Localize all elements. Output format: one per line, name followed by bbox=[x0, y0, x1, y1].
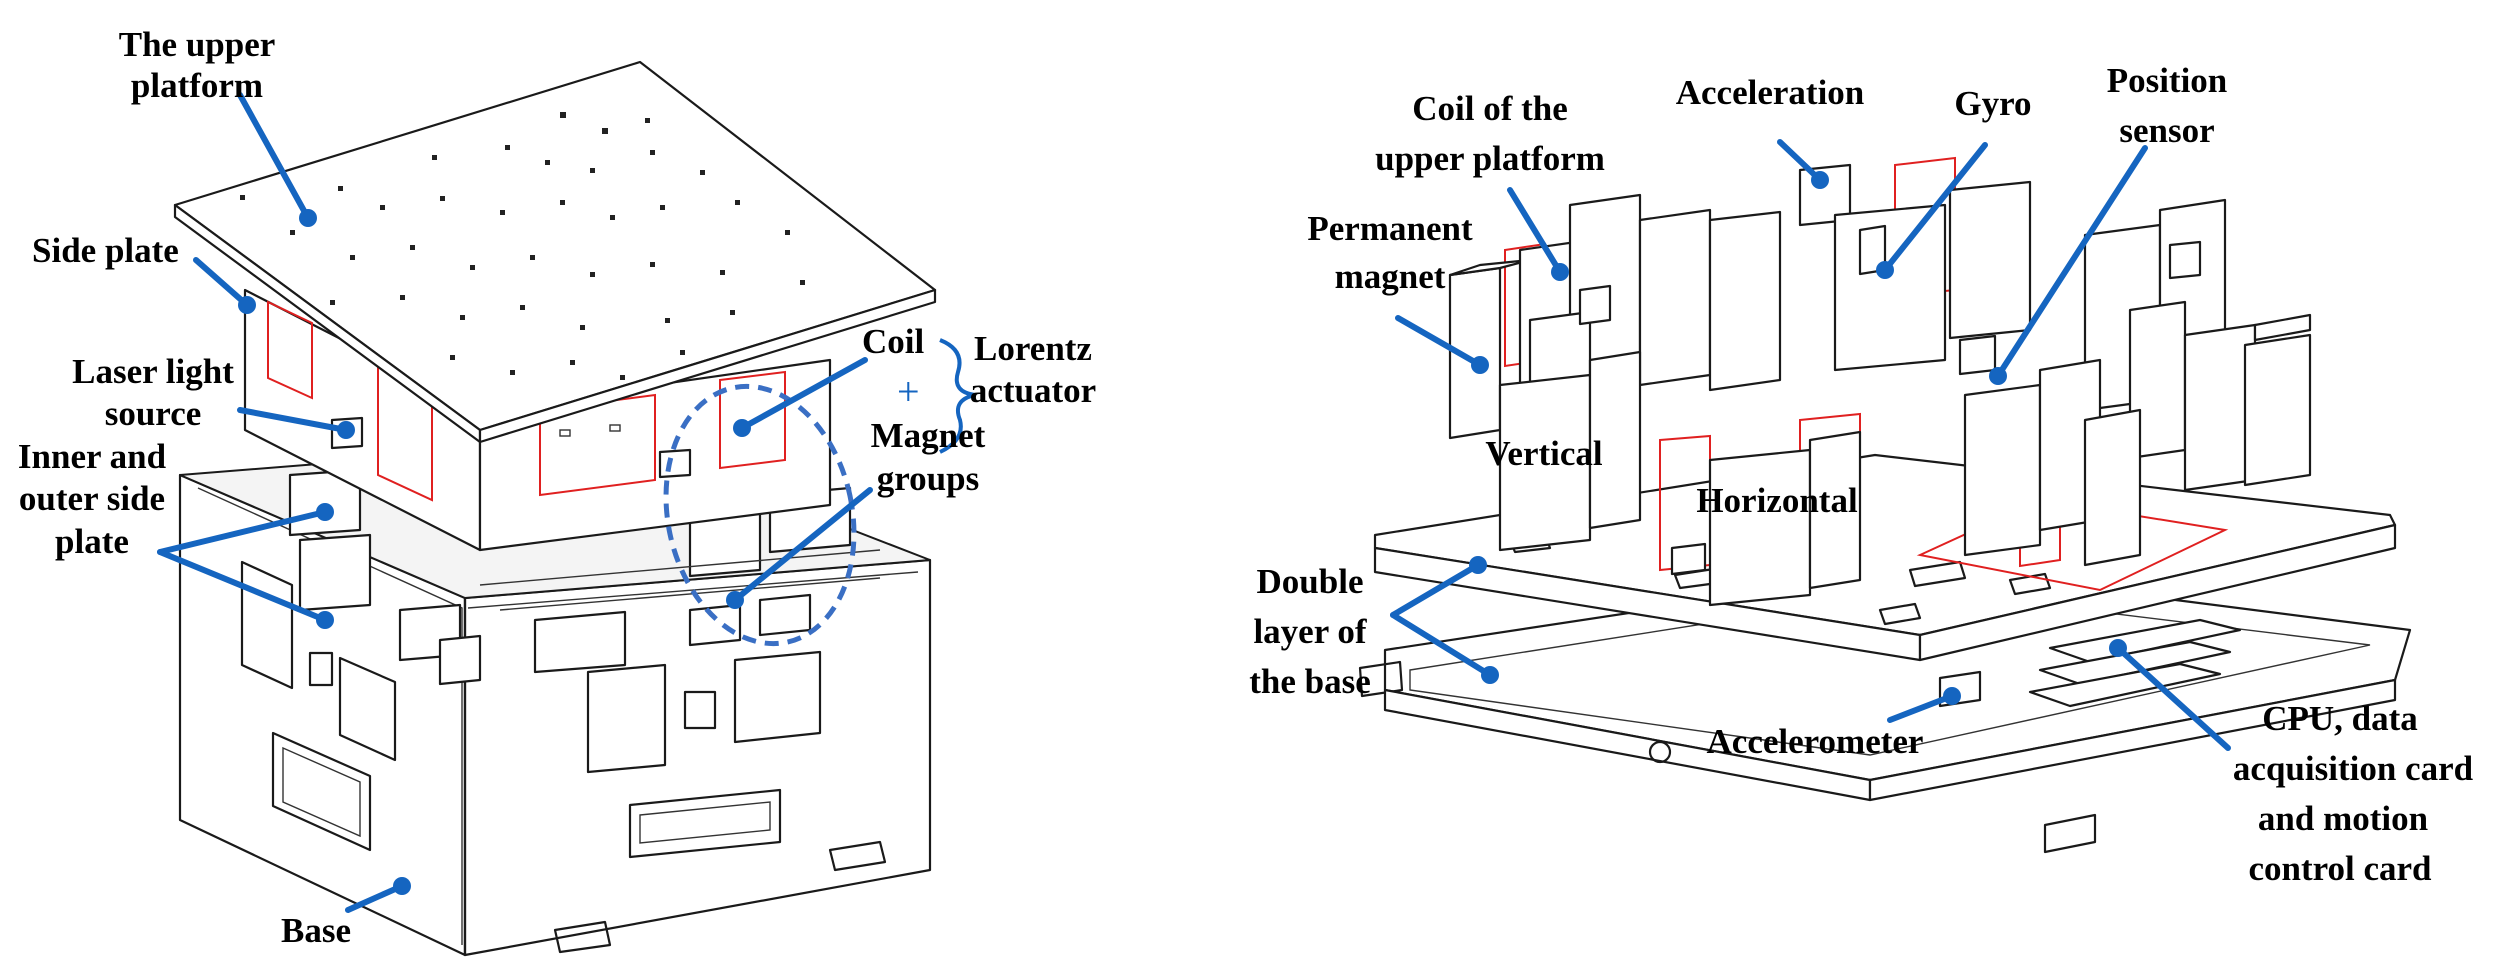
magnet-leader bbox=[732, 487, 873, 603]
left-labels: The upper platform Side plate Laser ligh… bbox=[18, 25, 1096, 950]
label-horizontal: Horizontal bbox=[1696, 481, 1858, 520]
right-leaders bbox=[1390, 139, 2231, 751]
inner-plate-leader-2 bbox=[157, 549, 328, 623]
inner-plate-leader-dot-2 bbox=[316, 611, 334, 629]
inner-plate-leader-1 bbox=[157, 509, 328, 555]
label-coil: Coil bbox=[862, 322, 925, 361]
accelerometer-leader bbox=[1887, 693, 1955, 723]
left-figure-drawing bbox=[173, 60, 976, 957]
label-position-2: sensor bbox=[2119, 111, 2214, 150]
coil-upper-leader-dot bbox=[1551, 263, 1569, 281]
right-figure-drawing bbox=[1358, 156, 2412, 854]
lorentz-brace bbox=[939, 338, 976, 454]
position-sensor-leader-dot bbox=[1989, 367, 2007, 385]
gyro-leader-dot bbox=[1876, 261, 1894, 279]
magnet-blocks bbox=[1448, 163, 2312, 607]
label-permanent-1: Permanent bbox=[1307, 209, 1473, 248]
laser-source-leader bbox=[237, 407, 349, 433]
label-laser-2: source bbox=[105, 394, 202, 433]
label-magnet-1: Magnet bbox=[871, 416, 986, 455]
accelerometer-leader-dot bbox=[1943, 687, 1961, 705]
label-acceleration: Acceleration bbox=[1676, 73, 1865, 112]
upper-platform bbox=[173, 60, 937, 552]
label-double-1: Double bbox=[1257, 562, 1364, 601]
upper-platform-leader bbox=[237, 92, 311, 221]
label-laser-1: Laser light bbox=[72, 352, 234, 391]
label-vertical: Vertical bbox=[1485, 434, 1603, 473]
label-cpu-1: CPU, data bbox=[2262, 699, 2418, 738]
upper-platform-leader-dot bbox=[299, 209, 317, 227]
double-layer-leader-dot-1 bbox=[1469, 556, 1487, 574]
side-plate-leader bbox=[193, 257, 250, 308]
double-layer-leader-2 bbox=[1390, 612, 1493, 678]
label-lorentz-1: Lorentz bbox=[974, 329, 1092, 368]
gyro-leader bbox=[1882, 142, 1988, 273]
left-leaders bbox=[157, 92, 873, 913]
label-upper-platform-1: The upper bbox=[119, 25, 276, 64]
permanent-magnet-leader-dot bbox=[1471, 356, 1489, 374]
base-leader bbox=[345, 883, 405, 913]
label-coil-upper-1: Coil of the bbox=[1412, 89, 1568, 128]
label-inner-outer-2: outer side bbox=[19, 479, 165, 518]
double-layer-leader-dot-2 bbox=[1481, 666, 1499, 684]
label-cpu-3: and motion bbox=[2258, 799, 2428, 838]
inner-plate-leader-dot-1 bbox=[316, 503, 334, 521]
coil-upper-leader bbox=[1507, 187, 1563, 275]
label-inner-outer-1: Inner and bbox=[18, 437, 167, 476]
label-plus: + bbox=[897, 369, 920, 414]
laser-source-leader-dot bbox=[337, 421, 355, 439]
position-sensor-leader bbox=[1995, 145, 2148, 379]
acceleration-leader-dot bbox=[1811, 171, 1829, 189]
label-permanent-2: magnet bbox=[1335, 257, 1446, 296]
double-layer-leader-1 bbox=[1390, 562, 1481, 618]
label-side-plate: Side plate bbox=[32, 231, 179, 270]
permanent-magnet-leader bbox=[1395, 315, 1483, 368]
base-leader-dot bbox=[393, 877, 411, 895]
label-magnet-2: groups bbox=[877, 459, 979, 498]
magnet-leader-dot bbox=[726, 591, 744, 609]
label-lorentz-2: actuator bbox=[970, 371, 1096, 410]
cpu-leader bbox=[2115, 645, 2231, 751]
label-position-1: Position bbox=[2107, 61, 2228, 100]
label-double-3: the base bbox=[1249, 662, 1371, 701]
side-plate-leader-dot bbox=[238, 296, 256, 314]
acceleration-leader bbox=[1777, 139, 1823, 183]
coil-leader bbox=[739, 357, 868, 431]
label-upper-platform-2: platform bbox=[131, 66, 263, 105]
label-accelerometer: Accelerometer bbox=[1707, 722, 1924, 761]
label-cpu-2: acquisition card bbox=[2233, 749, 2474, 788]
label-base: Base bbox=[281, 911, 351, 950]
label-double-2: layer of bbox=[1253, 612, 1366, 651]
right-labels: Coil of the upper platform Acceleration … bbox=[1249, 61, 2473, 888]
label-cpu-4: control card bbox=[2248, 849, 2432, 888]
label-gyro: Gyro bbox=[1954, 84, 2031, 123]
label-inner-outer-3: plate bbox=[55, 522, 129, 561]
coil-leader-dot bbox=[733, 419, 751, 437]
cpu-leader-dot bbox=[2109, 639, 2127, 657]
label-coil-upper-2: upper platform bbox=[1375, 139, 1605, 178]
magnet-highlight-ellipse bbox=[663, 383, 857, 647]
